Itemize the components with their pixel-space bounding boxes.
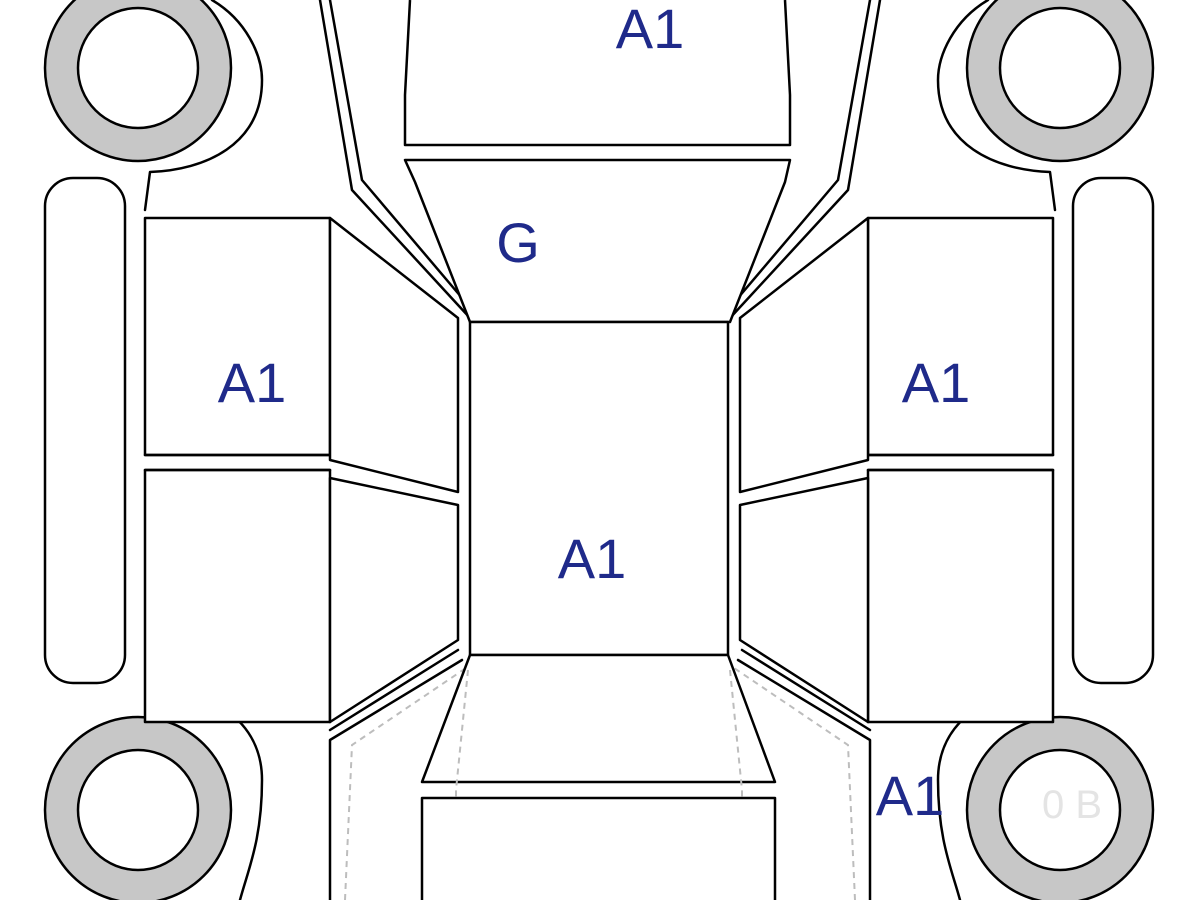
left-front-door-panel: [143, 216, 332, 457]
bonnet-label: A1: [616, 0, 685, 60]
windshield-panel: [403, 158, 792, 324]
left-rear-door-panel: [143, 468, 332, 724]
left-side-sill: [43, 176, 127, 685]
right-rear-door-panel: [866, 468, 1055, 724]
rear-window-panel: [420, 653, 777, 784]
right-front-window: [738, 216, 870, 494]
wheel-front-left: [43, 0, 233, 163]
right-side-sill: [1071, 176, 1155, 685]
left-doors: [143, 216, 460, 724]
bonnet-panel: [403, 0, 792, 147]
left-front-door-label: A1: [218, 351, 287, 414]
left-front-window: [328, 216, 460, 494]
right-doors: [738, 216, 1055, 724]
windshield-label: G: [496, 211, 540, 274]
wheel-front-right: [965, 0, 1155, 163]
right-front-door-label: A1: [902, 351, 971, 414]
wheel-rear-right: [965, 715, 1155, 900]
roof-panel: [468, 320, 730, 657]
watermark: 0 B: [1042, 783, 1102, 827]
right-rear-window: [738, 476, 870, 724]
roof-label: A1: [558, 527, 627, 590]
wheel-rear-left: [43, 715, 233, 900]
tailgate-panel: [420, 796, 777, 900]
right-rear-quarter-label: A1: [876, 764, 945, 827]
right-front-door-panel: [866, 216, 1055, 457]
left-rear-window: [328, 476, 460, 724]
